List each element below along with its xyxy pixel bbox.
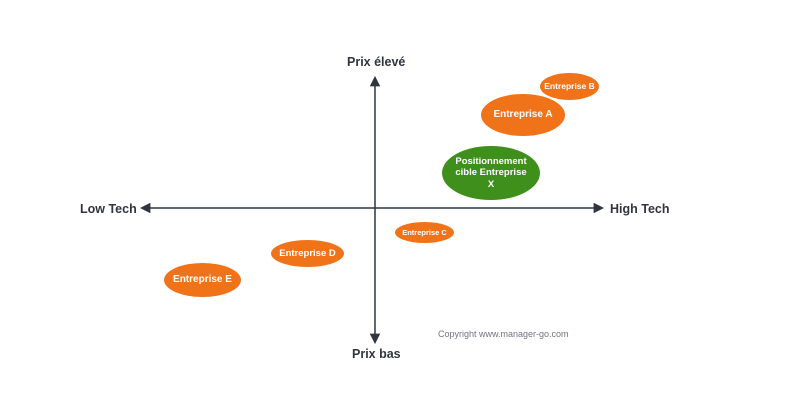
axis-label-top: Prix élevé — [347, 55, 406, 69]
axis-label-right: High Tech — [610, 202, 670, 216]
bubble-entreprise-d: Entreprise D — [271, 240, 344, 267]
bubble-entreprise-b: Entreprise B — [540, 73, 599, 100]
bubble-entreprise-e: Entreprise E — [164, 263, 241, 297]
target-label-line1: Positionnement — [455, 155, 527, 167]
bubble-entreprise-a: Entreprise A — [481, 94, 565, 136]
copyright-text: Copyright www.manager-go.com — [438, 329, 569, 339]
axis-label-bottom: Prix bas — [352, 347, 401, 361]
bubble-entreprise-c: Entreprise C — [395, 222, 454, 243]
target-label-line3: X — [487, 178, 495, 190]
bubble-target-entreprise-x: Positionnement cible Entreprise X — [442, 146, 540, 200]
target-label-line2: cible Entreprise — [455, 167, 527, 179]
axis-label-left: Low Tech — [80, 202, 137, 216]
